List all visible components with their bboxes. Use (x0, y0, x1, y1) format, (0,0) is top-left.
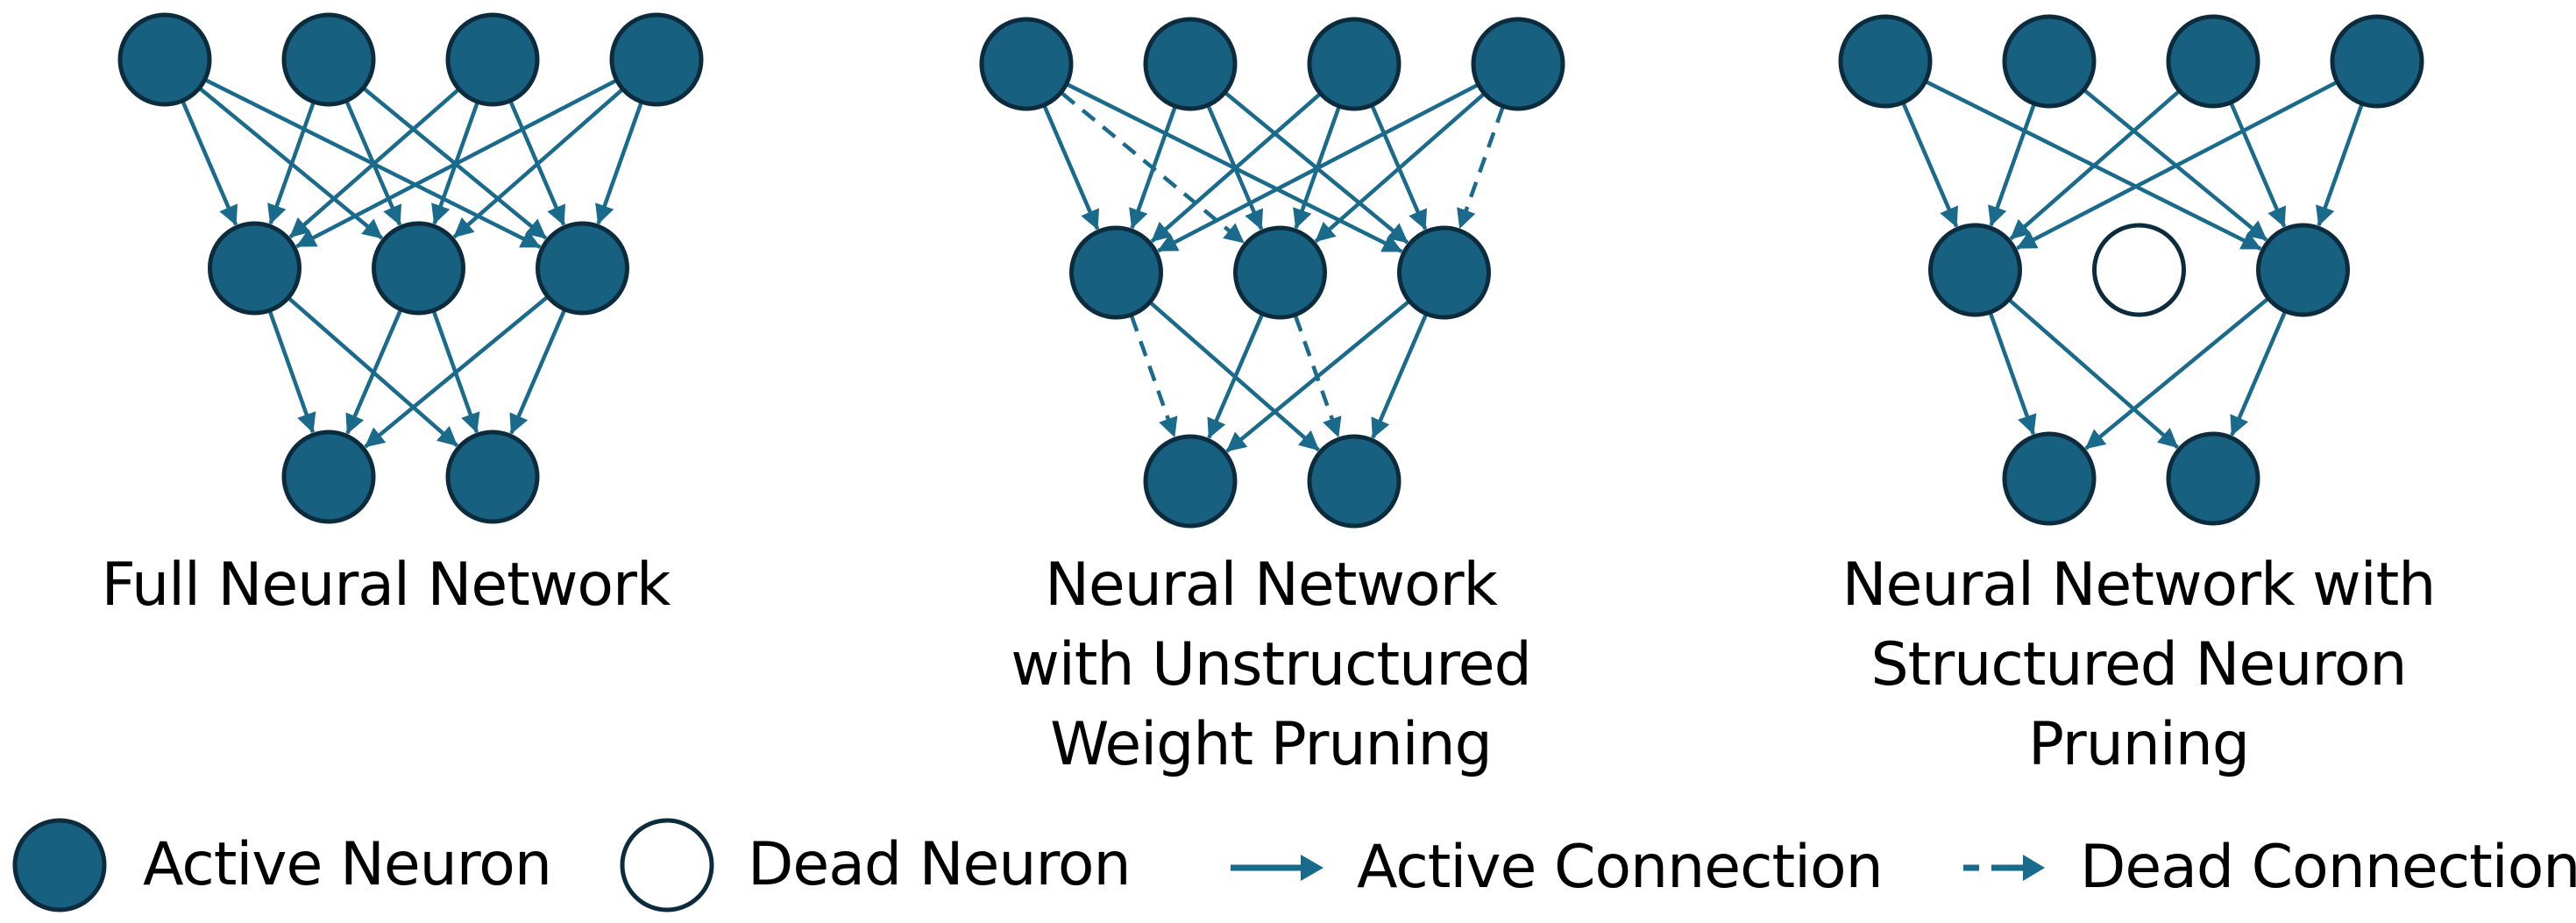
active-neuron (1838, 14, 1933, 109)
active-connection (1150, 93, 1321, 244)
active-neuron (1143, 434, 1238, 529)
legend-dead-connection-label: Dead Connection (2080, 833, 2576, 902)
active-connection (1901, 103, 1959, 228)
dead-neuron (2092, 223, 2186, 317)
caption-unstructured-pruning: Neural Network with Unstructured Weight … (955, 545, 1586, 785)
active-neuron (281, 12, 376, 107)
active-neuron (372, 221, 465, 316)
connections (1042, 82, 1505, 453)
panel-full-network (117, 12, 704, 524)
legend-active-neuron-icon (12, 818, 107, 912)
caption-full-network: Full Neural Network (70, 545, 701, 625)
active-neuron (2256, 223, 2350, 317)
active-neuron (2166, 431, 2260, 526)
active-neuron (445, 430, 540, 524)
active-neuron (2166, 14, 2260, 109)
active-neuron (2330, 14, 2424, 109)
legend-active-connection-label: Active Connection (1357, 833, 1884, 902)
active-neuron (1233, 225, 1327, 320)
active-neuron (2002, 431, 2097, 526)
active-neuron (1307, 17, 1402, 111)
active-neuron (1069, 225, 1163, 320)
active-connection (1129, 107, 1177, 230)
active-connection (1989, 313, 2037, 436)
active-connection (595, 103, 643, 225)
dead-connection (1130, 316, 1178, 438)
active-neuron (1928, 223, 2022, 317)
dead-connection (1457, 107, 1505, 230)
active-neuron (117, 12, 212, 107)
active-connection (2009, 90, 2180, 241)
active-connection (295, 79, 616, 249)
caption-line: Neural Network (1045, 550, 1498, 620)
active-connection (509, 309, 566, 435)
active-connection (2230, 311, 2287, 437)
active-connection (1157, 83, 1478, 253)
caption-line: Full Neural Network (101, 550, 671, 620)
active-neuron (208, 221, 302, 316)
panel-unstructured-pruning (979, 17, 1565, 529)
active-connection (267, 103, 316, 225)
active-neuron (609, 12, 704, 107)
active-connection (452, 89, 623, 239)
caption-structured-pruning: Neural Network with Structured Neuron Pr… (1788, 545, 2489, 785)
active-connection (2016, 81, 2337, 251)
active-connection (2084, 297, 2268, 451)
active-neuron (1307, 434, 1402, 529)
active-neuron (536, 221, 629, 316)
active-neuron (445, 12, 540, 107)
active-connection (181, 101, 238, 226)
active-connection (1371, 314, 1428, 439)
legend (12, 818, 2045, 912)
active-connection (2008, 299, 2179, 450)
caption-line: Neural Network with (1842, 550, 2437, 620)
connections (181, 78, 643, 449)
active-connection (1988, 104, 2036, 227)
active-connection (345, 309, 402, 435)
legend-active-neuron-label: Active Neuron (143, 830, 552, 899)
caption-line: with Unstructured (1011, 630, 1532, 699)
active-connection (268, 311, 316, 434)
active-neuron (1143, 17, 1238, 111)
legend-dead-neuron-label: Dead Neuron (748, 830, 1132, 899)
active-connection (2229, 103, 2287, 228)
active-neuron (1397, 225, 1491, 320)
caption-line: Weight Pruning (1050, 710, 1493, 779)
active-neuron (1471, 17, 1565, 111)
legend-active-connection-icon (1231, 855, 1323, 881)
panel-structured-pruning (1838, 14, 2424, 526)
active-connection (1225, 300, 1409, 453)
active-connection (1314, 93, 1485, 244)
connections (1901, 80, 2364, 451)
active-connection (2316, 104, 2364, 227)
legend-dead-neuron-icon (620, 818, 714, 912)
active-connection (364, 295, 548, 449)
active-neuron (281, 430, 376, 524)
caption-line: Pruning (2027, 710, 2250, 779)
legend-dead-connection-icon (1963, 855, 2045, 881)
active-connection (288, 89, 459, 239)
caption-line: Structured Neuron (1870, 630, 2407, 699)
active-connection (1042, 105, 1100, 231)
active-connection (1207, 314, 1264, 439)
active-neuron (979, 17, 1074, 111)
active-neuron (2002, 14, 2097, 109)
